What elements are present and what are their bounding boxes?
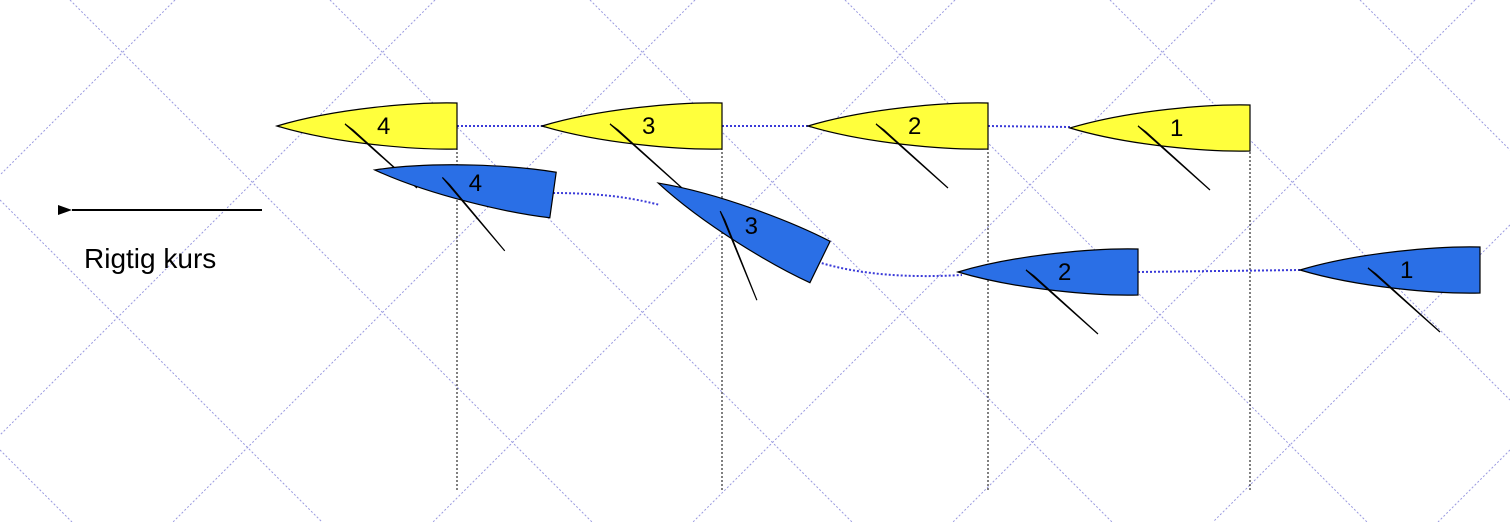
yellow-track	[457, 125, 1071, 128]
yellow-boat-number: 3	[642, 113, 655, 140]
yellow-boat-number: 1	[1170, 115, 1183, 142]
yellow-boat-number: 4	[377, 113, 390, 140]
blue-boat-sail	[1025, 269, 1099, 335]
yellow-boat-hull	[539, 102, 723, 150]
yellow-boat-1: 1	[1067, 104, 1251, 191]
blue-boat-3: 3	[656, 182, 831, 301]
blue-boat-4: 4	[372, 164, 557, 252]
yellow-boat-number: 2	[908, 113, 921, 140]
course-label: Rigtig kurs	[84, 243, 216, 274]
yellow-boat-sail	[1137, 125, 1211, 191]
blue-boat-sail	[441, 177, 506, 252]
yellow-boats: 4 3 2 1	[274, 102, 1251, 191]
blue-boat-2: 2	[955, 248, 1139, 335]
blue-track	[552, 192, 1301, 278]
blue-boat-number: 2	[1058, 259, 1071, 286]
blue-boat-sail	[719, 210, 758, 301]
blue-boat-1: 1	[1297, 246, 1481, 333]
blue-boat-hull	[955, 248, 1139, 296]
blue-boat-hull	[1297, 246, 1481, 294]
blue-boat-number: 4	[469, 170, 482, 197]
blue-boat-hull	[656, 182, 831, 284]
yellow-boat-3: 3	[539, 102, 723, 189]
yellow-boat-hull	[805, 102, 989, 150]
yellow-boat-hull	[1067, 104, 1251, 152]
blue-boat-number: 1	[1400, 257, 1413, 284]
blue-boat-number: 3	[745, 213, 758, 240]
blue-boat-hull	[372, 164, 557, 219]
yellow-boat-sail	[609, 123, 683, 189]
blue-boats: 4 3 2 1	[372, 164, 1481, 335]
position-lines	[456, 112, 1251, 490]
yellow-boat-2: 2	[805, 102, 989, 189]
blue-boat-sail	[1367, 267, 1441, 333]
yellow-boat-hull	[274, 102, 458, 150]
yellow-boat-sail	[875, 123, 949, 189]
